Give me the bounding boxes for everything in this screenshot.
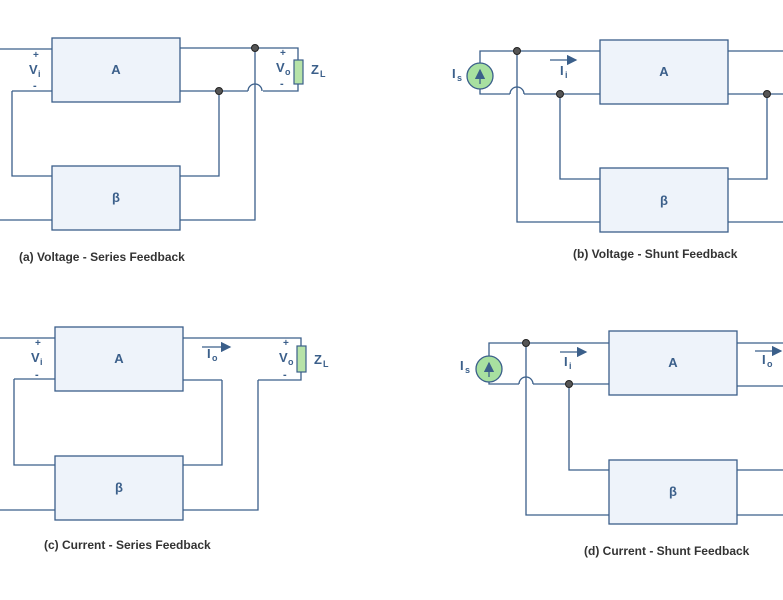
caption-b: (b) Voltage - Shunt Feedback bbox=[573, 247, 738, 261]
junction-node bbox=[565, 380, 573, 388]
output-voltage-sub: o bbox=[285, 67, 291, 77]
wire bbox=[263, 84, 299, 92]
input-minus: - bbox=[33, 80, 37, 92]
caption-a: (a) Voltage - Series Feedback bbox=[19, 250, 185, 264]
output-plus: + bbox=[280, 48, 286, 59]
wire bbox=[179, 91, 220, 177]
feedback-block bbox=[599, 167, 729, 233]
output-voltage-label: V bbox=[279, 350, 288, 365]
feedback-block bbox=[54, 455, 184, 521]
output-plus: + bbox=[283, 338, 289, 349]
feedback-label: β bbox=[112, 190, 120, 205]
output-current-sub: o bbox=[212, 353, 218, 363]
load-sub: L bbox=[320, 69, 326, 79]
output-current-label: I bbox=[762, 352, 766, 367]
wire bbox=[182, 337, 302, 346]
diagram-a: A β + V i - + V o - Z L (a) Voltage - Se… bbox=[0, 37, 326, 264]
input-plus: + bbox=[35, 338, 41, 349]
junction-node bbox=[513, 47, 521, 55]
wire bbox=[559, 94, 600, 180]
junction-node bbox=[556, 90, 564, 98]
load-label: Z bbox=[311, 62, 319, 77]
diagram-b: A β I s I i (b) Voltage - Shunt Feedback bbox=[452, 39, 783, 261]
load-resistor bbox=[296, 345, 307, 373]
output-minus: - bbox=[283, 369, 287, 381]
diagram-c: A β + V i - I o + V o - Z L (c) Current … bbox=[0, 326, 329, 552]
amplifier-label: A bbox=[668, 355, 678, 370]
input-voltage-sub: i bbox=[38, 69, 41, 79]
output-voltage-label: V bbox=[276, 60, 285, 75]
amplifier-block bbox=[608, 330, 738, 396]
junction-node bbox=[251, 44, 259, 52]
feedback-label: β bbox=[669, 484, 677, 499]
input-minus: - bbox=[35, 369, 39, 381]
input-current-label: I bbox=[564, 354, 568, 369]
wire bbox=[516, 51, 600, 223]
input-current-sub: i bbox=[565, 70, 568, 80]
output-minus: - bbox=[280, 78, 284, 90]
wire bbox=[488, 342, 609, 356]
feedback-label: β bbox=[660, 193, 668, 208]
source-sub: s bbox=[465, 365, 470, 375]
input-current-label: I bbox=[560, 63, 564, 78]
wire bbox=[479, 89, 510, 95]
input-voltage-label: V bbox=[31, 350, 40, 365]
input-voltage-sub: i bbox=[40, 357, 43, 367]
junction-node bbox=[522, 339, 530, 347]
wire bbox=[179, 48, 256, 221]
diagram-d: A β I s I i I o (d) Current - Shunt Feed… bbox=[460, 330, 783, 558]
wire bbox=[525, 343, 609, 516]
load-label: Z bbox=[314, 352, 322, 367]
junction-node bbox=[215, 87, 223, 95]
output-current-sub: o bbox=[767, 359, 773, 369]
source-label: I bbox=[460, 358, 464, 373]
amplifier-label: A bbox=[659, 64, 669, 79]
wire bbox=[258, 372, 302, 381]
load-sub: L bbox=[323, 359, 329, 369]
amplifier-label: A bbox=[114, 351, 124, 366]
caption-c: (c) Current - Series Feedback bbox=[44, 538, 211, 552]
wire bbox=[13, 379, 55, 466]
amplifier-block bbox=[54, 326, 184, 392]
wire bbox=[179, 47, 299, 60]
source-sub: s bbox=[457, 73, 462, 83]
wire bbox=[479, 50, 600, 63]
wire bbox=[11, 91, 52, 177]
feedback-block bbox=[608, 459, 738, 525]
output-current-label: I bbox=[207, 346, 211, 361]
amplifier-block bbox=[51, 37, 181, 103]
wire bbox=[182, 380, 259, 511]
feedback-block bbox=[51, 165, 181, 231]
input-voltage-label: V bbox=[29, 62, 38, 77]
junction-node bbox=[763, 90, 771, 98]
amplifier-block bbox=[599, 39, 729, 105]
source-label: I bbox=[452, 66, 456, 81]
wire bbox=[182, 380, 223, 466]
wire bbox=[568, 384, 609, 471]
amplifier-label: A bbox=[111, 62, 121, 77]
input-plus: + bbox=[33, 50, 39, 61]
input-current-sub: i bbox=[569, 361, 572, 371]
wire bbox=[488, 382, 519, 385]
wire bbox=[728, 94, 768, 180]
load-resistor bbox=[293, 59, 304, 85]
feedback-label: β bbox=[115, 480, 123, 495]
output-voltage-sub: o bbox=[288, 357, 294, 367]
caption-d: (d) Current - Shunt Feedback bbox=[584, 544, 750, 558]
